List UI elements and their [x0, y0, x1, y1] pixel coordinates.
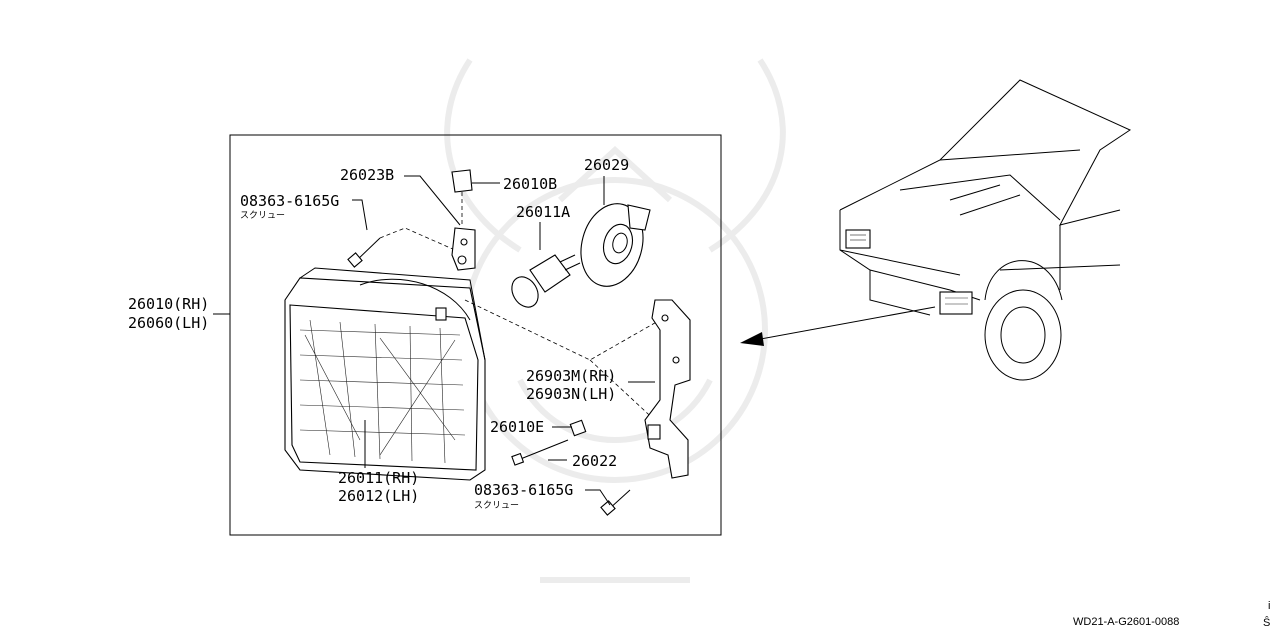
label-bracket-top: 26023B [340, 166, 394, 184]
bracket-26903-icon [644, 299, 691, 479]
label-bracket-lh: 26903N(LH) [526, 385, 616, 403]
bolt-26022-icon [511, 439, 569, 466]
label-bolt: 26022 [572, 452, 617, 470]
label-assembly-lh: 26060(LH) [128, 314, 209, 332]
bulb-26011a-icon [511, 254, 581, 308]
label-bracket-rh: 26903M(RH) [526, 367, 616, 385]
vehicle-front-icon [839, 79, 1132, 381]
corner-mark-bottom: Ŝ [1263, 616, 1270, 629]
footer-code: WD21-A-G2601-0088 [1073, 616, 1179, 628]
label-screw-top-note: スクリュー [240, 210, 285, 221]
cover-26029-icon [580, 203, 651, 287]
headlamp-housing [284, 267, 486, 481]
clip-26010b-icon [451, 169, 473, 193]
label-lamp-rh: 26011(RH) [338, 469, 419, 487]
label-cover: 26029 [584, 156, 629, 174]
label-screw-bottom-note: スクリュー [474, 500, 519, 511]
pointer-arrow-icon [740, 306, 936, 346]
label-bulb: 26011A [516, 203, 570, 221]
label-screw-top: 08363-6165G [240, 192, 339, 210]
label-assembly-rh: 26010(RH) [128, 295, 209, 313]
screw-bottom-icon [600, 489, 631, 516]
label-lamp-lh: 26012(LH) [338, 487, 419, 505]
label-screw-bottom: 08363-6165G [474, 481, 573, 499]
nut-26010e-icon [569, 419, 587, 437]
parts-frame [229, 134, 722, 536]
corner-mark-top: i [1268, 600, 1270, 612]
label-nut: 26010E [490, 418, 544, 436]
screw-top-icon [347, 237, 381, 268]
label-clip: 26010B [503, 175, 557, 193]
bracket-26023b-icon [451, 227, 476, 271]
